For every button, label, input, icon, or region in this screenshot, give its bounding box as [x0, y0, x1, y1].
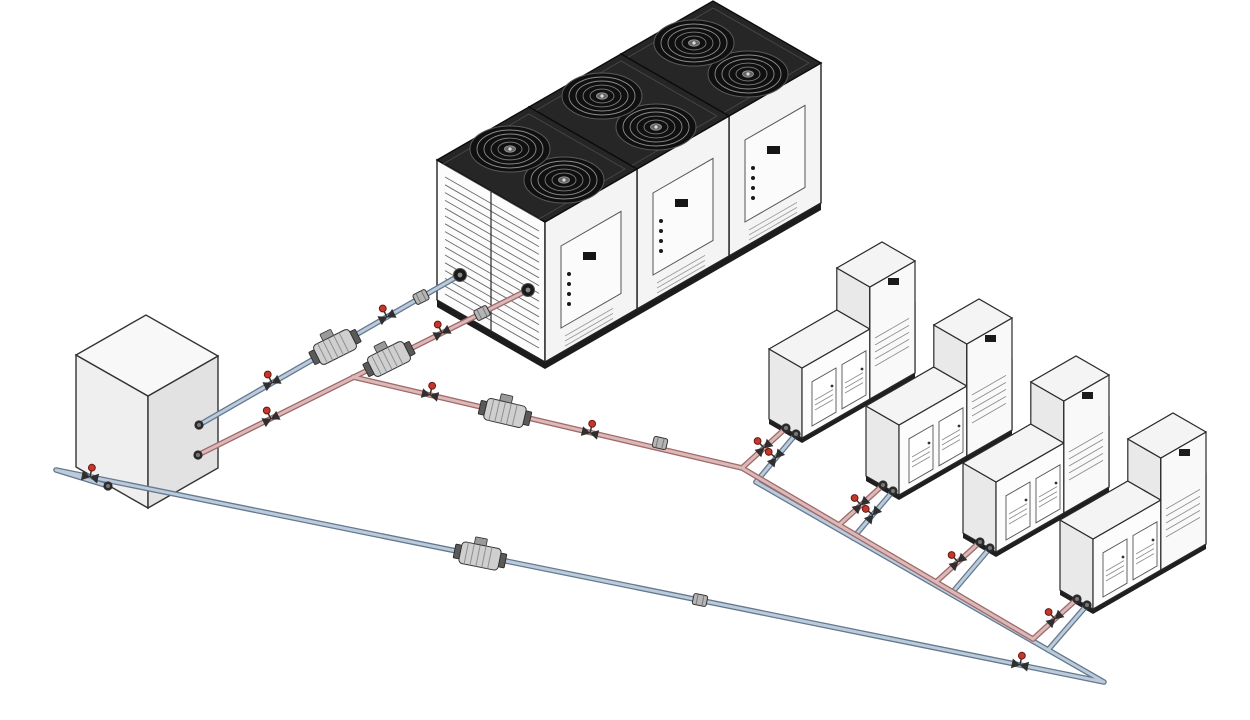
- chiller-bank: [437, 1, 821, 369]
- ahu-flange-icon: [791, 429, 801, 439]
- chiller-supply-flange-icon: [521, 283, 535, 297]
- ahu-flange-icon: [878, 480, 888, 490]
- pump-icon: [303, 318, 364, 369]
- union-icon: [691, 592, 709, 608]
- ahu-flange-icon: [888, 486, 898, 496]
- ahu-row: [768, 241, 1207, 615]
- tank-flange-icon: [103, 481, 113, 491]
- pump-icon: [357, 330, 418, 381]
- ahu-flange-icon: [985, 543, 995, 553]
- ahu-flange-icon: [975, 537, 985, 547]
- ahu-flange-icon: [781, 423, 791, 433]
- pump-icon: [451, 532, 510, 573]
- pump-icon: [476, 389, 535, 431]
- ahu-flange-icon: [1072, 594, 1082, 604]
- chiller-return-flange-icon: [453, 268, 467, 282]
- pump-group: [303, 318, 535, 573]
- tank-flange-icon: [194, 420, 204, 430]
- valve-icon: [942, 546, 968, 572]
- ahu-flange-icon: [1082, 600, 1092, 610]
- tank-flange-icon: [193, 450, 203, 460]
- valve-icon: [1039, 603, 1065, 629]
